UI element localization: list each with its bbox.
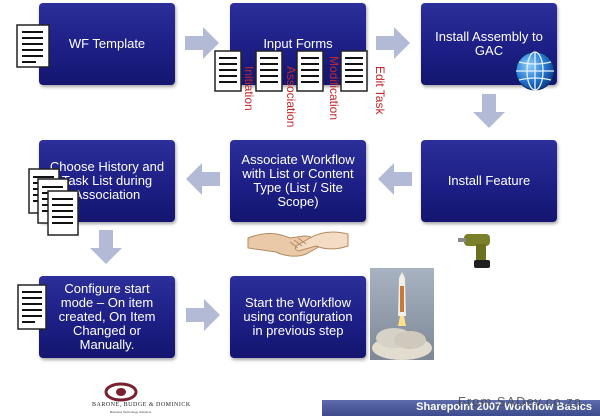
choose-history-line-3: Association	[73, 187, 141, 202]
configure-line-2: mode – On item	[60, 295, 154, 310]
start-workflow-box: Start the Workflow using configuration i…	[230, 276, 366, 358]
association-label: Association	[284, 66, 298, 128]
arrow-down-icon	[473, 94, 505, 128]
start-workflow-line-1: Start the Workflow	[245, 295, 351, 310]
associate-line-2: with List or Content	[242, 166, 354, 181]
arrow-right-icon	[186, 299, 220, 331]
form-document-icon	[255, 50, 283, 92]
install-assembly-line-2: GAC	[474, 43, 504, 58]
input-forms-label: Input Forms	[263, 36, 333, 51]
edit-task-label: Edit Task	[373, 66, 387, 115]
associate-line-3: Type (List / Site	[253, 180, 343, 195]
wf-template-box: WF Template	[39, 3, 175, 85]
footer-bar: Sharepoint 2007 Workflow Basics	[322, 400, 600, 416]
initiation-label: Initiation	[242, 66, 256, 111]
watermark-text: From SADev.co.za	[457, 394, 582, 409]
wf-template-label: WF Template	[68, 36, 146, 51]
modification-label: Modification	[327, 56, 341, 121]
logo-name: BARONE, BUDGE & DOMINICK	[92, 402, 191, 408]
logo-tagline: Business Technology Solutions	[110, 410, 152, 414]
drill-icon	[458, 234, 490, 268]
install-feature-box: Install Feature	[421, 140, 557, 222]
choose-history-line-1: Choose History and	[49, 159, 165, 174]
form-document-icon	[214, 50, 242, 92]
configure-line-5: Manually.	[79, 337, 135, 352]
footer-title: Sharepoint 2007 Workflow Basics	[416, 401, 592, 413]
install-assembly-box: Install Assembly to GAC	[421, 3, 557, 85]
start-workflow-line-2: using configuration	[243, 309, 353, 324]
globe-icon	[515, 51, 555, 91]
associate-box: Associate Workflow with List or Content …	[230, 140, 366, 222]
arrow-right-icon	[185, 27, 219, 59]
form-document-icon	[340, 50, 368, 92]
configure-line-3: created, On Item	[58, 309, 156, 324]
documents-stack-icon	[28, 168, 79, 236]
arrow-down-icon	[90, 230, 122, 264]
choose-history-line-2: Task List during	[61, 173, 153, 188]
arrow-left-icon	[378, 163, 412, 195]
logo-mark-icon	[104, 382, 138, 402]
associate-line-1: Associate Workflow	[241, 152, 355, 167]
configure-line-1: Configure start	[64, 281, 150, 296]
configure-line-4: Changed or	[73, 323, 141, 338]
install-assembly-line-1: Install Assembly to	[435, 29, 543, 44]
handshake-icon	[247, 231, 349, 257]
form-document-icon	[296, 50, 324, 92]
configure-box: Configure start mode – On item created, …	[39, 276, 175, 358]
shuttle-launch-image	[370, 268, 434, 360]
document-icon	[17, 284, 47, 330]
arrow-right-icon	[376, 27, 410, 59]
arrow-left-icon	[186, 163, 220, 195]
install-feature-label: Install Feature	[447, 173, 531, 188]
start-workflow-line-3: in previous step	[252, 323, 344, 338]
associate-line-4: Scope)	[277, 194, 319, 209]
document-icon	[16, 24, 50, 68]
